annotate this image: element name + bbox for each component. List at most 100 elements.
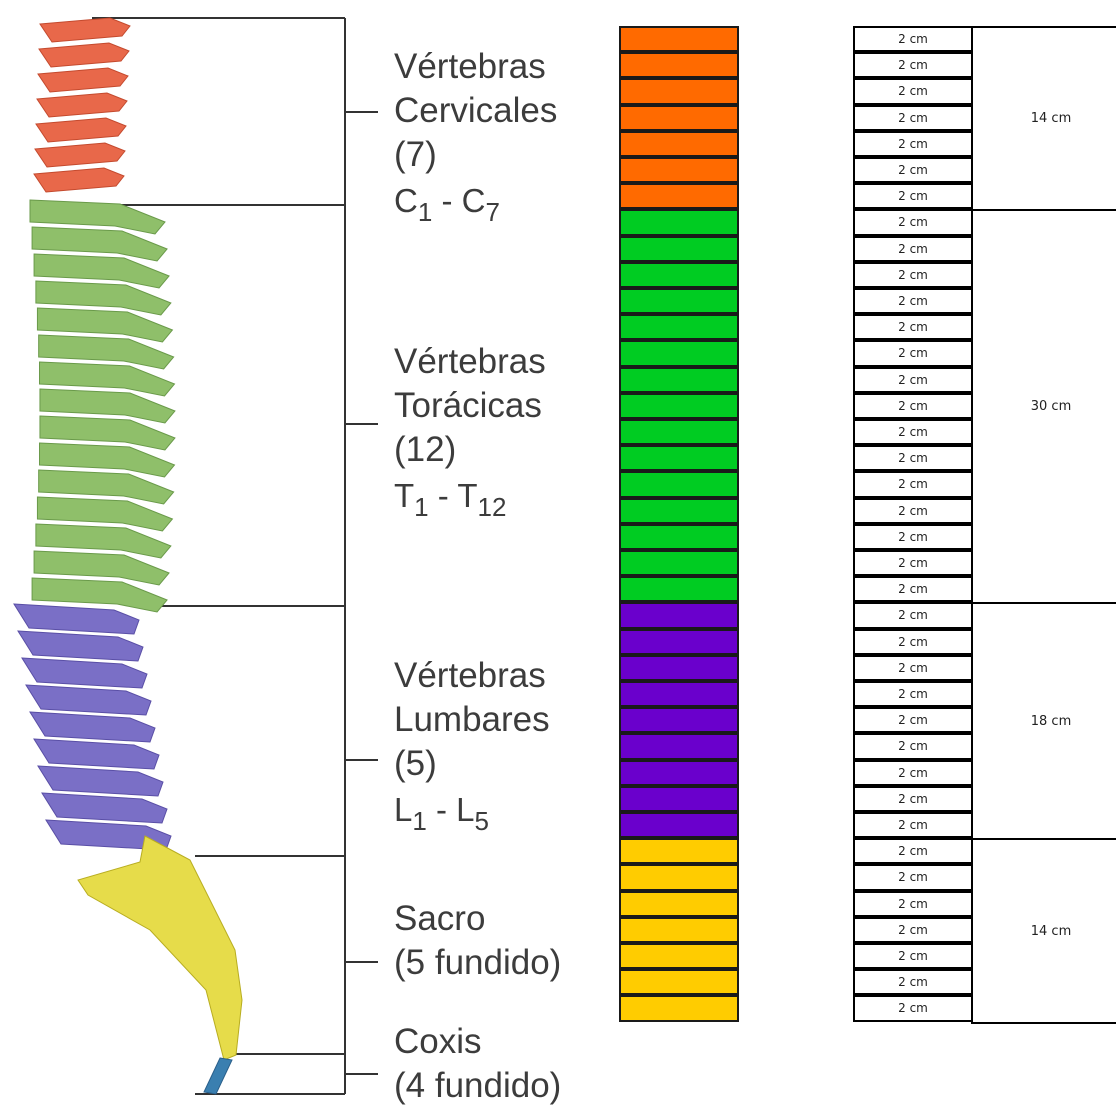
unit-cell: 2 cm	[853, 786, 973, 812]
lumbar-vertebra	[38, 766, 163, 796]
unit-cell: 2 cm	[853, 288, 973, 314]
thoracic-segment	[619, 576, 739, 602]
cervical-segment	[619, 183, 739, 209]
thoracic-segment	[619, 340, 739, 367]
unit-cell: 2 cm	[853, 733, 973, 760]
range-label: T1 - T12	[394, 474, 546, 529]
lumbar-segment	[619, 629, 739, 655]
unit-cell: 2 cm	[853, 498, 973, 524]
lumbar-vertebra	[18, 631, 143, 661]
sacrum-segment	[619, 995, 739, 1022]
sacrum-segment	[619, 969, 739, 995]
cervical-segment	[619, 131, 739, 157]
unit-cell: 2 cm	[853, 445, 973, 471]
unit-cell: 2 cm	[853, 78, 973, 105]
unit-cell: 2 cm	[853, 917, 973, 943]
label-line: (5 fundido)	[394, 941, 561, 985]
unit-cell: 2 cm	[853, 52, 973, 78]
sacrum-total-cell: 14 cm	[971, 838, 1116, 1024]
lumbar-segment	[619, 733, 739, 760]
label-line: (5)	[394, 742, 550, 786]
thoracic-segment	[619, 314, 739, 340]
thoracic-segment	[619, 498, 739, 524]
unit-cell: 2 cm	[853, 340, 973, 367]
thoracic-segment	[619, 550, 739, 576]
lumbar-segment	[619, 655, 739, 681]
lumbar-segment	[619, 602, 739, 629]
unit-cell: 2 cm	[853, 864, 973, 891]
label-line: Vértebras	[394, 45, 557, 89]
label-line: Vértebras	[394, 654, 550, 698]
unit-cell: 2 cm	[853, 471, 973, 498]
thoracic-segment	[619, 236, 739, 262]
unit-cell: 2 cm	[853, 157, 973, 183]
label-line: (12)	[394, 428, 546, 472]
lumbar-segment	[619, 786, 739, 812]
sacrum-segment	[619, 864, 739, 891]
thoracic-segment	[619, 524, 739, 550]
lumbar-segment	[619, 707, 739, 733]
sacrum-segment	[619, 917, 739, 943]
lumbar-total-cell: 18 cm	[971, 602, 1116, 840]
unit-cell: 2 cm	[853, 760, 973, 786]
thoracic-label: Vértebras Torácicas (12) T1 - T12	[394, 340, 546, 529]
sacrum-segment	[619, 838, 739, 864]
label-line: Lumbares	[394, 698, 550, 742]
cervical-vertebra	[39, 43, 129, 67]
cervical-segment	[619, 26, 739, 52]
unit-cell: 2 cm	[853, 367, 973, 393]
label-line: Sacro	[394, 897, 561, 941]
range-label: L1 - L5	[394, 788, 550, 843]
thoracic-segment	[619, 367, 739, 393]
unit-cell: 2 cm	[853, 524, 973, 550]
lumbar-vertebra	[30, 712, 155, 742]
bracket-lines	[92, 18, 378, 1094]
unit-cell: 2 cm	[853, 943, 973, 969]
label-line: (4 fundido)	[394, 1064, 561, 1108]
label-line: Coxis	[394, 1020, 561, 1064]
coccyx-label: Coxis (4 fundido)	[394, 1020, 561, 1108]
cervical-segment	[619, 78, 739, 105]
unit-cell: 2 cm	[853, 812, 973, 838]
unit-cell: 2 cm	[853, 655, 973, 681]
sacrum-shape	[78, 836, 242, 1060]
unit-cell: 2 cm	[853, 602, 973, 629]
lumbar-vertebra	[34, 739, 159, 769]
spine-illustration	[0, 0, 390, 1106]
lumbar-vertebra	[22, 658, 147, 688]
thoracic-segment	[619, 288, 739, 314]
thoracic-segment	[619, 262, 739, 288]
cervical-segment	[619, 52, 739, 78]
lumbar-segment	[619, 681, 739, 707]
unit-cell: 2 cm	[853, 419, 973, 445]
sacrum-label: Sacro (5 fundido)	[394, 897, 561, 985]
unit-cell: 2 cm	[853, 995, 973, 1022]
unit-cell: 2 cm	[853, 105, 973, 131]
sacrum-segment	[619, 891, 739, 917]
unit-cell: 2 cm	[853, 707, 973, 733]
cervical-vertebra	[35, 143, 125, 167]
cervical-vertebra	[37, 93, 127, 117]
lumbar-vertebra	[14, 604, 139, 634]
cervical-segment	[619, 157, 739, 183]
cervical-vertebra	[36, 118, 126, 142]
unit-cell: 2 cm	[853, 209, 973, 236]
thoracic-segment	[619, 393, 739, 419]
coccyx-shape	[204, 1058, 232, 1094]
unit-cell: 2 cm	[853, 314, 973, 340]
unit-cell: 2 cm	[853, 891, 973, 917]
unit-cell: 2 cm	[853, 183, 973, 209]
thoracic-segment	[619, 209, 739, 236]
cervical-total-cell: 14 cm	[971, 26, 1116, 211]
cervical-vertebra	[40, 18, 130, 42]
cervical-vertebra	[38, 68, 128, 92]
unit-cell: 2 cm	[853, 838, 973, 864]
thoracic-segment	[619, 471, 739, 498]
label-line: Vértebras	[394, 340, 546, 384]
thoracic-total-cell: 30 cm	[971, 209, 1116, 604]
label-line: (7)	[394, 133, 557, 177]
cervical-vertebra	[34, 168, 124, 192]
lumbar-segment	[619, 760, 739, 786]
label-line: Torácicas	[394, 384, 546, 428]
sacrum-segment	[619, 943, 739, 969]
